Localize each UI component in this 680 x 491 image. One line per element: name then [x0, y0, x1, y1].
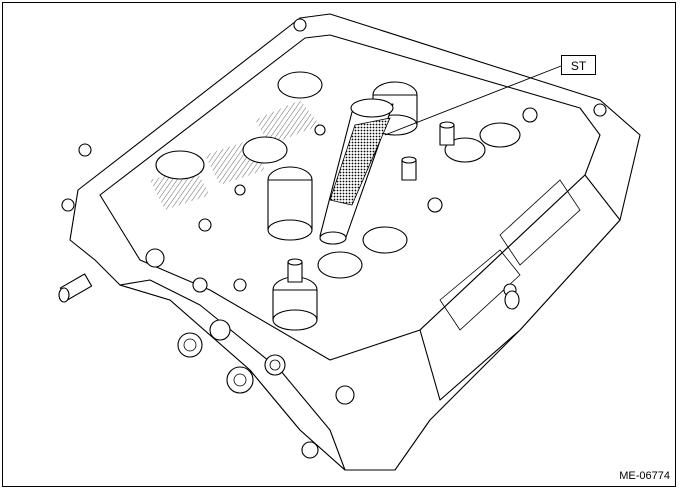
dowel-pin [58, 273, 93, 303]
callout-leader [384, 65, 562, 136]
front-face [119, 279, 346, 471]
valve-stems [287, 121, 455, 283]
bolt-holes [61, 18, 607, 297]
special-tool [319, 98, 394, 245]
flange-window-1 [499, 179, 581, 266]
figure-id: ME-06774 [619, 470, 670, 482]
callout-label: ST [561, 55, 596, 75]
rear-stud [504, 290, 520, 310]
hatched-area-1 [255, 100, 320, 145]
front-ports [177, 319, 355, 459]
hatched-area-3 [150, 168, 210, 210]
exhaust-flange [419, 174, 621, 401]
flange-window-2 [439, 249, 521, 331]
figure-frame [2, 2, 676, 487]
